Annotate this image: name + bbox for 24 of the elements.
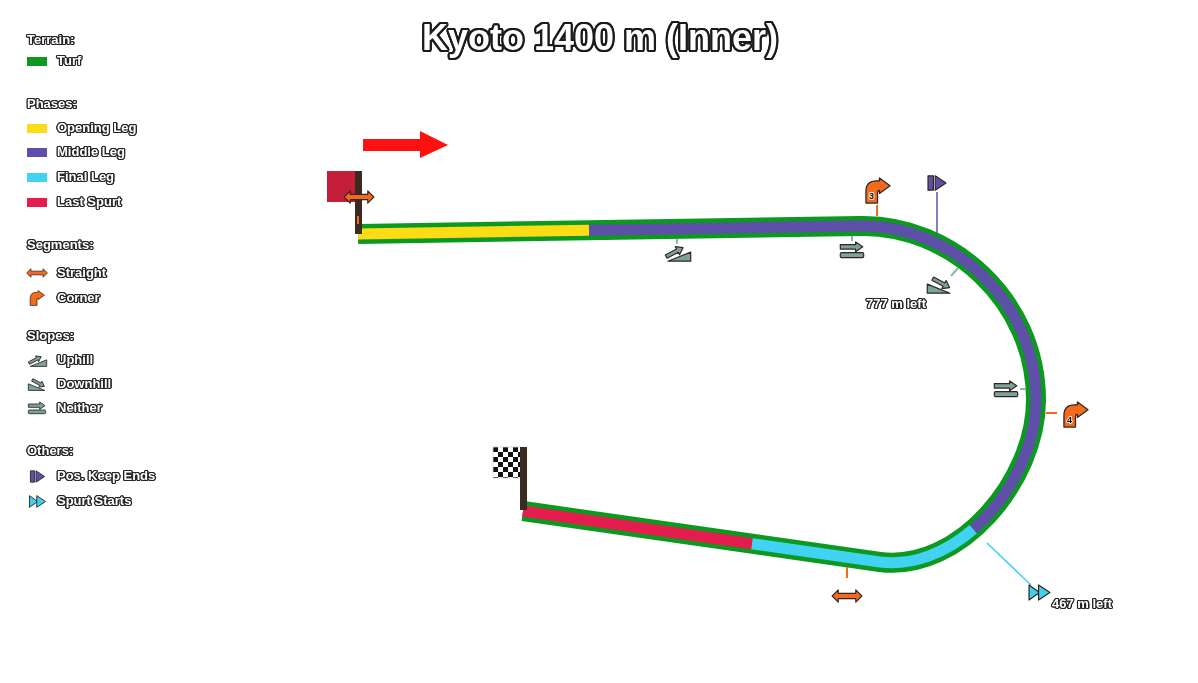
legend-heading: Slopes: [27,328,74,344]
legend-label: Downhill [57,376,112,392]
legend-heading: Phases: [27,96,77,112]
legend-label: Opening Leg [57,120,137,136]
legend-label: Straight [57,265,107,281]
legend-label: Pos. Keep Ends [57,468,156,484]
legend-label: Uphill [57,352,94,368]
legend-heading: Terrain: [27,32,75,48]
distance-label: 777 m left [866,296,926,312]
legend-label: Turf [57,53,82,69]
legend-heading: Others: [27,443,74,459]
finish-flag [492,446,527,510]
legend-heading: Segments: [27,237,94,253]
legend-label: Spurt Starts [57,493,132,509]
start-flag [327,171,362,234]
corner-number: 3 [869,191,874,201]
corner-number: 4 [1067,415,1072,425]
legend-label: Corner [57,290,100,306]
legend-label: Neither [57,400,102,416]
legend-label: Final Leg [57,169,115,185]
distance-label: 467 m left [1052,596,1112,612]
chart-title: Kyoto 1400 m (Inner) [421,18,779,58]
legend-label: Middle Leg [57,144,125,160]
legend-label: Last Spurt [57,194,122,210]
